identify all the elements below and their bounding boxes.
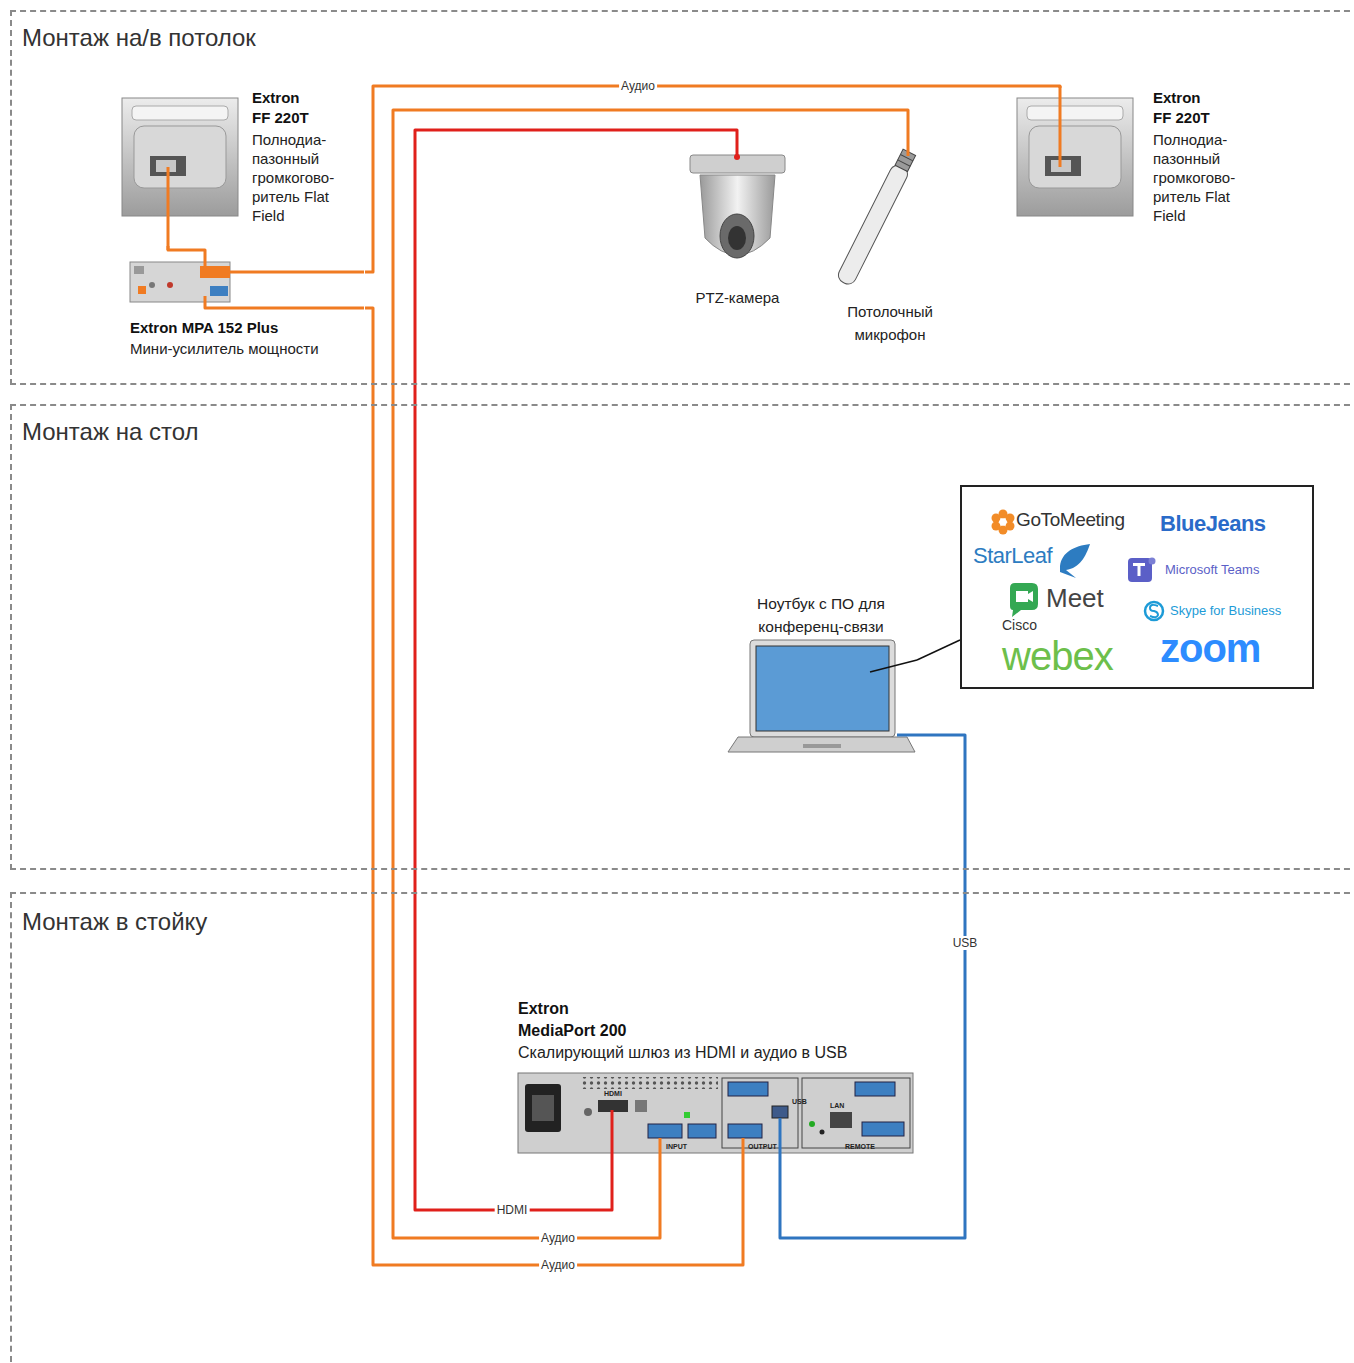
amplifier-illustration — [130, 262, 230, 302]
mounting-zone: Extron FF 220TПолнодиа- пазонный громког… — [10, 10, 1354, 385]
cable-label: USB — [951, 936, 980, 950]
device-title: Потолочный микрофон — [825, 300, 955, 346]
panel-label: LAN — [830, 1102, 844, 1110]
cable-label: Аудио — [539, 1231, 577, 1245]
mounting-zone: Extron MediaPort 200Скалирующий шлюз из … — [10, 892, 1354, 1363]
software-box: GoToMeeting BlueJeansStarLeafMicrosoft Te… — [960, 485, 1314, 689]
signal-cable — [168, 246, 205, 258]
device-wire-stubs — [168, 86, 1060, 1156]
software-logo: Skype for Business — [1170, 604, 1281, 618]
microphone-node: Потолочный микрофон — [825, 150, 958, 350]
microphone-illustration — [836, 148, 918, 287]
speaker-illustration — [1017, 98, 1133, 216]
panel-label: INPUT — [666, 1143, 687, 1151]
amplifier-node: Extron MPA 152 PlusМини-усилитель мощнос… — [128, 258, 365, 362]
device-description: Полнодиа- пазонный громкогово- ритель Fl… — [1153, 130, 1253, 225]
mediaport-node: Extron MediaPort 200Скалирующий шлюз из … — [514, 998, 916, 1156]
device-title: Ноутбук с ПО для конференц-связи — [735, 592, 907, 638]
laptop-node: Ноутбук с ПО для конференц-связи — [725, 590, 917, 758]
device-description: Полнодиа- пазонный громкогово- ритель Fl… — [252, 130, 352, 225]
panel-label: HDMI — [604, 1090, 622, 1098]
software-logo: Microsoft Teams — [1165, 563, 1259, 577]
signal-cable — [365, 86, 1060, 272]
device-title: PTZ-камера — [680, 288, 795, 308]
camera-illustration — [690, 154, 785, 258]
software-logo: GoToMeeting — [1016, 510, 1125, 530]
signal-cable — [780, 735, 965, 1238]
mounting-zone: Ноутбук с ПО для конференц-связи GoToMeet… — [10, 404, 1354, 870]
panel-label: REMOTE — [845, 1143, 875, 1151]
zone-title: Монтаж на стол — [22, 418, 198, 446]
device-description: Мини-усилитель мощности — [130, 339, 362, 358]
cable-label: Аудио — [619, 79, 657, 93]
device-description: Скалирующий шлюз из HDMI и аудио в USB — [518, 1042, 847, 1064]
panel-label: OUTPUT — [748, 1143, 777, 1151]
device-title: Extron MediaPort 200 — [518, 998, 640, 1042]
signal-cable — [917, 640, 960, 660]
device-title: Extron MPA 152 Plus — [130, 318, 362, 338]
software-logo: Meet — [1046, 585, 1104, 612]
signal-cable — [365, 308, 743, 1265]
speaker-node: Extron FF 220TПолнодиа- пазонный громког… — [1015, 88, 1256, 246]
zone-title: Монтаж на/в потолок — [22, 24, 256, 52]
panel-label: USB — [792, 1098, 807, 1106]
cable-label: HDMI — [495, 1203, 530, 1217]
speaker-node: Extron FF 220TПолнодиа- пазонный громког… — [120, 88, 355, 246]
software-logo: BlueJeans — [1160, 512, 1266, 535]
cable-label: Аудио — [539, 1258, 577, 1272]
mediaport-illustration — [518, 1073, 913, 1153]
software-logo: StarLeaf — [973, 544, 1052, 567]
laptop-illustration — [728, 640, 915, 752]
speaker-illustration — [122, 98, 238, 216]
device-title: Extron FF 220T — [252, 88, 316, 128]
software-logo: Cisco — [1002, 618, 1037, 633]
software-logo: webex — [1002, 635, 1113, 677]
device-title: Extron FF 220T — [1153, 88, 1217, 128]
software-logo: zoom — [1160, 627, 1260, 669]
zone-title: Монтаж в стойку — [22, 908, 207, 936]
signal-cable — [393, 110, 908, 1238]
camera-node: PTZ-камера — [680, 150, 798, 311]
